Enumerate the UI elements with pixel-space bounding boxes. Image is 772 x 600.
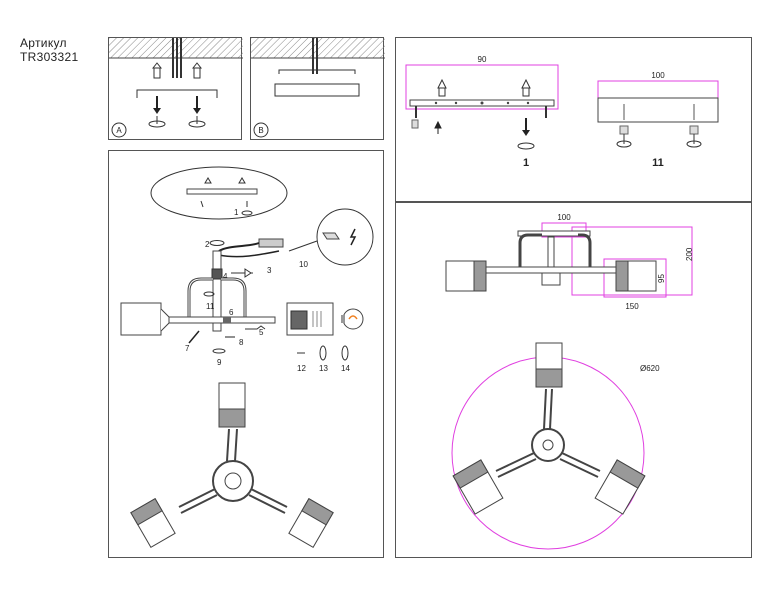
panel-a-badge (111, 122, 127, 138)
dim-height: 200 (685, 247, 694, 261)
socket (290, 310, 308, 330)
article-code: TR303321 (20, 50, 79, 64)
part-1: 1 (234, 208, 239, 217)
panel-a-drawing: A (109, 38, 243, 138)
panel-b-label: B (258, 126, 263, 135)
hub-nut (211, 268, 223, 280)
callout-bracket (150, 166, 288, 220)
terminal-small (411, 119, 419, 129)
callout-bracket-bar (186, 188, 258, 195)
canopy-screw-right (686, 125, 702, 148)
part-7-wire (188, 330, 200, 344)
part-12: 12 (297, 364, 306, 373)
part-2: 2 (205, 240, 210, 249)
chandelier-bottom (130, 382, 334, 549)
panel-b-drawing: B (251, 38, 385, 138)
canopy-screw-left (616, 125, 632, 148)
dowel-right (191, 62, 203, 79)
dowel-left (151, 62, 163, 79)
part-13-disc (319, 345, 327, 361)
mount-part-label: 1 (523, 157, 529, 169)
top-view-fixture (452, 342, 646, 515)
dim-shade-height: 95 (657, 274, 666, 283)
part-2-washer (209, 240, 225, 246)
bracket-holes (434, 101, 530, 105)
frame-arms-inner (188, 278, 246, 319)
part-11-washer (203, 291, 215, 297)
panel-mounting: 90 1 100 (395, 37, 752, 202)
terminal-block-icon (322, 232, 340, 240)
bulb-base (341, 315, 345, 323)
part-10: 10 (299, 260, 308, 269)
callout-anchors (204, 177, 246, 184)
lightning-icon (349, 228, 357, 246)
part-3: 3 (267, 266, 272, 275)
dimension-box-height (571, 226, 693, 296)
screw-left (148, 96, 166, 128)
part-9-washer (212, 348, 226, 354)
part-6-block (223, 317, 231, 323)
mount-width-label: 90 (478, 55, 487, 64)
canopy-b (274, 83, 360, 97)
article-block: Артикул TR303321 (20, 36, 78, 64)
panel-b: B (250, 37, 385, 140)
dim-top-width: 100 (557, 213, 571, 222)
part-7: 7 (185, 344, 190, 353)
bulb-filament (348, 315, 358, 320)
part-3-arrow (244, 268, 252, 278)
wires (172, 38, 182, 78)
part-9: 9 (217, 358, 222, 367)
horizontal-bar (164, 316, 276, 324)
callout-leader (288, 240, 318, 252)
mounting-drawing: 90 1 100 (405, 55, 719, 169)
wire-2 (218, 250, 280, 258)
wire-1 (218, 242, 260, 252)
screw-with-washer (517, 118, 535, 150)
dimensions-drawing: 100 200 95 150 Ø620 (445, 213, 694, 550)
panel-assembly: 1 10 2 4 3 11 6 (108, 150, 384, 558)
part-4: 4 (223, 272, 228, 281)
plate-part-label: 11 (652, 157, 664, 169)
plate-width-label: 100 (651, 71, 665, 80)
shade-left-neck (160, 308, 170, 332)
terminal-block (258, 238, 284, 248)
part-13: 13 (319, 364, 328, 373)
panel-b-badge (253, 122, 269, 138)
side-view-fixture (445, 230, 657, 292)
dimension-box-top (541, 222, 587, 238)
part-14: 14 (341, 364, 350, 373)
callout-washer (241, 210, 253, 216)
anchor-right (521, 78, 531, 97)
dim-shade-width: 150 (625, 302, 639, 311)
bracket-b (278, 69, 356, 74)
part-8: 8 (239, 338, 244, 347)
assembly-drawing: 1 10 2 4 3 11 6 (120, 166, 374, 549)
anchor-left (437, 78, 447, 97)
dim-diameter: Ø620 (640, 364, 660, 373)
dimension-box-shade (603, 258, 667, 298)
canopy-plate (597, 97, 719, 123)
socket-ribs (312, 311, 322, 327)
shade-left (120, 302, 162, 336)
dimension-box-90 (405, 64, 559, 110)
part-11: 11 (206, 302, 215, 311)
part-5-arrow (245, 325, 266, 330)
screw-small-icon (434, 120, 442, 134)
part-14-disc (341, 345, 349, 361)
part-5: 5 (259, 328, 264, 337)
panel-a-label: A (116, 126, 122, 135)
article-label: Артикул (20, 36, 67, 50)
panel-a: A (108, 37, 243, 140)
panel-dimensions: 100 200 95 150 Ø620 (395, 202, 752, 558)
bracket-outline (136, 89, 218, 98)
callout-screws (200, 200, 248, 208)
callout-wiring (316, 208, 374, 266)
screw-right (188, 96, 206, 128)
part-6: 6 (229, 308, 234, 317)
bulb-icon (342, 308, 364, 330)
center-rod (212, 250, 222, 332)
